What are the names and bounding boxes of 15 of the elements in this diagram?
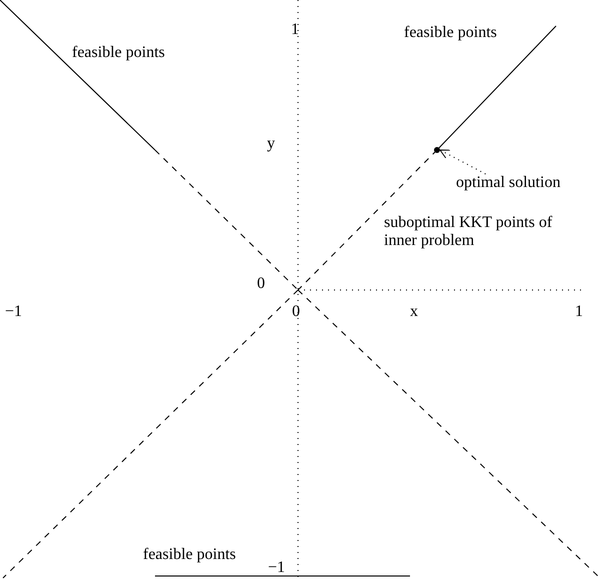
- leader-line: [440, 150, 486, 174]
- callout-text: optimal solution: [456, 174, 604, 194]
- tick-label: 1: [575, 303, 583, 321]
- region-label: feasible points: [404, 24, 497, 42]
- tick-label: 0: [292, 303, 300, 321]
- tick-label: −1: [5, 303, 22, 321]
- axis-label: y: [267, 135, 275, 153]
- solution-point: [434, 147, 440, 153]
- tick-label: −1: [268, 559, 286, 577]
- region-label: feasible points: [72, 44, 165, 62]
- tick-label: 1: [291, 21, 299, 39]
- tick-label: 0: [257, 275, 265, 293]
- axis-label: x: [410, 303, 418, 321]
- annotation-text: suboptimal KKT points of inner problem: [384, 214, 554, 250]
- region-label: feasible points: [143, 546, 236, 564]
